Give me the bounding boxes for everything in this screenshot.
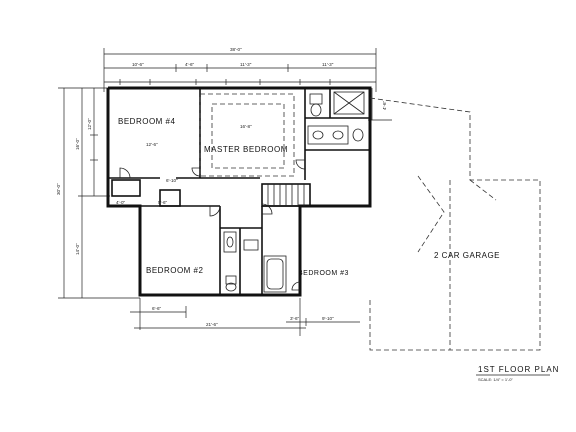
toilet-fixture <box>309 93 323 105</box>
shower-fixture <box>333 91 365 115</box>
bottom-dimensions: 6'-6" 21'-6" 3'-6" 9'-10" <box>130 298 360 336</box>
bedroom4-label: BEDROOM #4 <box>118 117 176 126</box>
left-lower-label: 14'-0" <box>75 243 80 255</box>
garage-outline: 2 CAR GARAGE <box>369 97 541 351</box>
right-dimensions: 4'-6" <box>368 88 392 121</box>
title-block: 1ST FLOOR PLAN SCALE: 1/4" = 1'-0" <box>476 365 559 382</box>
plan-scale: SCALE: 1/4" = 1'-0" <box>478 377 513 382</box>
bedroom2-label: BEDROOM #2 <box>146 266 204 275</box>
top-dimensions: 38'-0" 10'-6" 4'-6" 11'-3" 11'-3" <box>103 47 377 92</box>
misc2-label: 4'-0" <box>116 200 126 205</box>
top-seg1-label: 10'-6" <box>132 62 144 67</box>
misc1-label: 6'-10" <box>166 178 178 183</box>
room-dimensions: 16'-8" 12'-6" 6'-10" 4'-0" 5'-6" <box>116 124 252 205</box>
bottom-right1-label: 3'-6" <box>290 316 300 321</box>
bedroom3-label: BEDROOM #3 <box>298 270 349 277</box>
vanity-fixture <box>307 125 349 145</box>
exterior-walls <box>106 86 372 297</box>
top-seg4-label: 11'-3" <box>322 62 334 67</box>
top-seg2-label: 4'-6" <box>185 62 195 67</box>
tray-ceiling <box>199 93 295 177</box>
interior-walls <box>108 88 370 295</box>
garage-label: 2 CAR GARAGE <box>434 251 500 260</box>
master-width-label: 16'-8" <box>240 124 252 129</box>
bottom-left-label: 6'-6" <box>152 306 162 311</box>
left-upper-label: 16'-0" <box>75 138 80 150</box>
top-seg3-label: 11'-3" <box>240 62 252 67</box>
bottom-right2-label: 9'-10" <box>322 316 334 321</box>
plan-title: 1ST FLOOR PLAN <box>478 365 559 374</box>
misc3-label: 5'-6" <box>158 200 168 205</box>
room-labels: BEDROOM #4 MASTER BEDROOM BEDROOM #2 BED… <box>118 117 349 277</box>
bed4-width-label: 12'-6" <box>146 142 158 147</box>
left-seg-a-label: 12'-0" <box>87 118 92 130</box>
fixtures <box>223 91 365 293</box>
door-swings <box>119 159 306 291</box>
bottom-overall-label: 21'-6" <box>206 322 218 327</box>
sink-fixture <box>223 231 237 253</box>
left-dimensions: 30'-0" 16'-0" 14'-0" 12'-0" <box>56 87 140 299</box>
right-seg-label: 4'-6" <box>382 100 387 110</box>
bathtub-fixture <box>263 255 287 293</box>
master-bedroom-label: MASTER BEDROOM <box>204 145 288 154</box>
left-overall-label: 30'-0" <box>56 183 61 195</box>
overall-width-label: 38'-0" <box>230 47 242 52</box>
